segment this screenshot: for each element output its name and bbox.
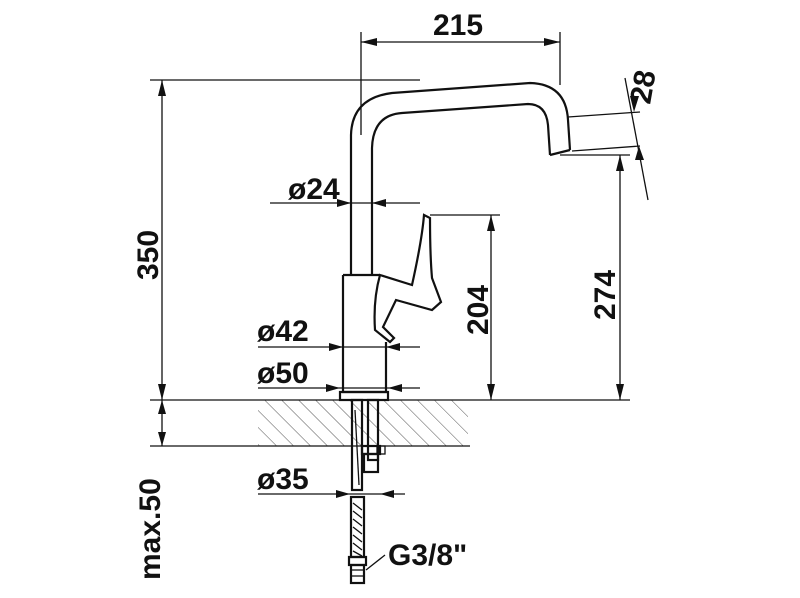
dim-connection-thread: G3/8" bbox=[388, 539, 467, 572]
dimension-lines bbox=[150, 32, 649, 571]
dim-total-height: 350 bbox=[132, 230, 165, 280]
countertop bbox=[150, 399, 630, 447]
dim-body-diameter-base: ø50 bbox=[257, 357, 309, 390]
mounting-shank bbox=[350, 398, 386, 492]
lever-handle bbox=[373, 213, 443, 344]
dim-body-diameter-upper: ø42 bbox=[257, 315, 309, 348]
spout-inner bbox=[370, 102, 552, 275]
dim-lever-height: 204 bbox=[462, 285, 495, 335]
dim-spout-pipe-diameter: ø24 bbox=[288, 173, 340, 206]
dim-spout-reach: 215 bbox=[433, 9, 483, 42]
faucet-outline bbox=[338, 81, 641, 585]
flexible-hose bbox=[347, 495, 368, 585]
dim-mounting-hole: ø35 bbox=[257, 463, 309, 496]
dim-spout-outlet: 28 bbox=[624, 68, 662, 107]
spout-outer bbox=[349, 81, 572, 275]
dim-outlet-height: 274 bbox=[589, 270, 622, 320]
dim-max-counter-thickness: max.50 bbox=[134, 478, 167, 580]
base-plate bbox=[338, 390, 390, 402]
